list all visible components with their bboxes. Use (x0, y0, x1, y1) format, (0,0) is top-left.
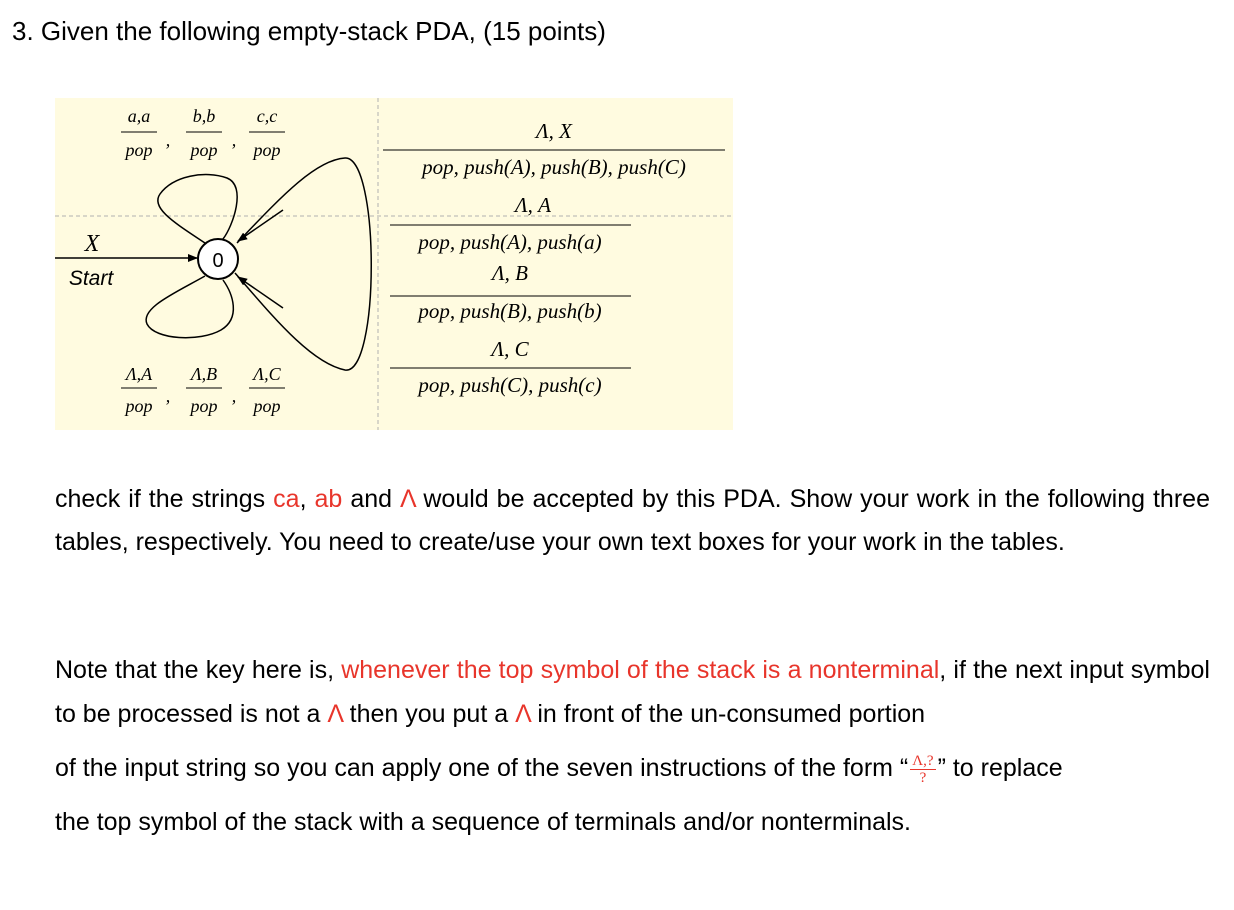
top-loop-num-3: c,c (257, 106, 277, 126)
p2-text-4: in front of the un-consumed portion (530, 700, 926, 728)
note-paragraph: Note that the key here is, whenever the … (55, 648, 1210, 844)
instr-2-num: Λ, A (513, 193, 551, 217)
p2-highlight: whenever the top symbol of the stack is … (341, 656, 940, 684)
p2-text-2: , if the next input symbol to be process… (55, 656, 1210, 728)
state-circle (197, 238, 239, 280)
p2-text-7: the top symbol of the stack with a seque… (55, 808, 912, 836)
bottom-loop-sep-2: , (232, 386, 237, 406)
bottom-loop-num-2: Λ,B (189, 364, 217, 384)
loop-arrow-in-bottom (237, 276, 284, 309)
top-loop-den-1: pop (124, 140, 153, 160)
p1-text-4: would be accepted by this PDA. Show your… (55, 485, 1210, 556)
question-title: 3. Given the following empty-stack PDA, … (12, 16, 606, 46)
fraction-numerator: Λ,? (910, 752, 936, 770)
p1-text-3: and (342, 485, 401, 513)
start-label: Start (69, 267, 115, 290)
top-loop-num-2: b,b (193, 106, 216, 126)
instr-3-num: Λ, B (490, 261, 528, 285)
bottom-loop-num-1: Λ,A (124, 364, 153, 384)
p2-text-6: ” to replace (937, 754, 1063, 782)
bottom-loop-den-2: pop (189, 396, 218, 416)
instr-4-num: Λ, C (489, 337, 529, 361)
top-loop-sep-2: , (232, 130, 237, 150)
fraction-denominator: ? (919, 769, 927, 786)
bottom-loop-sep-1: , (166, 386, 171, 406)
instr-3-den: pop, push(B), push(b) (416, 299, 601, 323)
loop-arrow-in-top (237, 209, 284, 242)
pda-diagram-svg: a,a pop , b,b pop , c,c pop Λ,A pop , Λ,… (55, 98, 733, 430)
p2-line-3: of the input string so you can apply one… (55, 736, 1210, 800)
loop-top-left (157, 173, 238, 244)
start-stack-symbol: X (84, 231, 101, 257)
p2-lambda-2: Λ (515, 700, 531, 728)
instr-2-den: pop, push(A), push(a) (416, 230, 601, 254)
loop-right (234, 157, 372, 371)
instr-1-den: pop, push(A), push(B), push(C) (420, 155, 686, 179)
loop-bottom-left (145, 275, 235, 339)
p2-text-5: of the input string so you can apply one… (55, 754, 909, 782)
top-loop-num-1: a,a (128, 106, 151, 126)
string-ca: ca (273, 485, 300, 513)
instr-4-den: pop, push(C), push(c) (416, 373, 601, 397)
top-loop-den-2: pop (189, 140, 218, 160)
pda-diagram: a,a pop , b,b pop , c,c pop Λ,A pop , Λ,… (55, 98, 733, 430)
top-loop-den-3: pop (252, 140, 281, 160)
p2-lambda-1: Λ (327, 700, 343, 728)
bottom-loop-den-1: pop (124, 396, 153, 416)
top-loop-sep-1: , (166, 130, 171, 150)
p1-text-2: , (299, 485, 315, 513)
p2-text-3: then you put a (342, 700, 516, 728)
bottom-loop-num-3: Λ,C (251, 364, 281, 384)
instr-1-num: Λ, X (534, 119, 573, 143)
p2-text-1: Note that the key here is, (55, 656, 342, 684)
string-ab: ab (314, 485, 343, 513)
instructions-paragraph: check if the strings ca, ab and Λ would … (55, 478, 1210, 564)
state-label: 0 (212, 250, 223, 272)
bottom-loop-den-3: pop (252, 396, 281, 416)
string-lambda: Λ (400, 485, 416, 513)
p1-text-1: check if the strings (55, 485, 274, 513)
instruction-form-fraction: Λ,?? (910, 752, 936, 786)
